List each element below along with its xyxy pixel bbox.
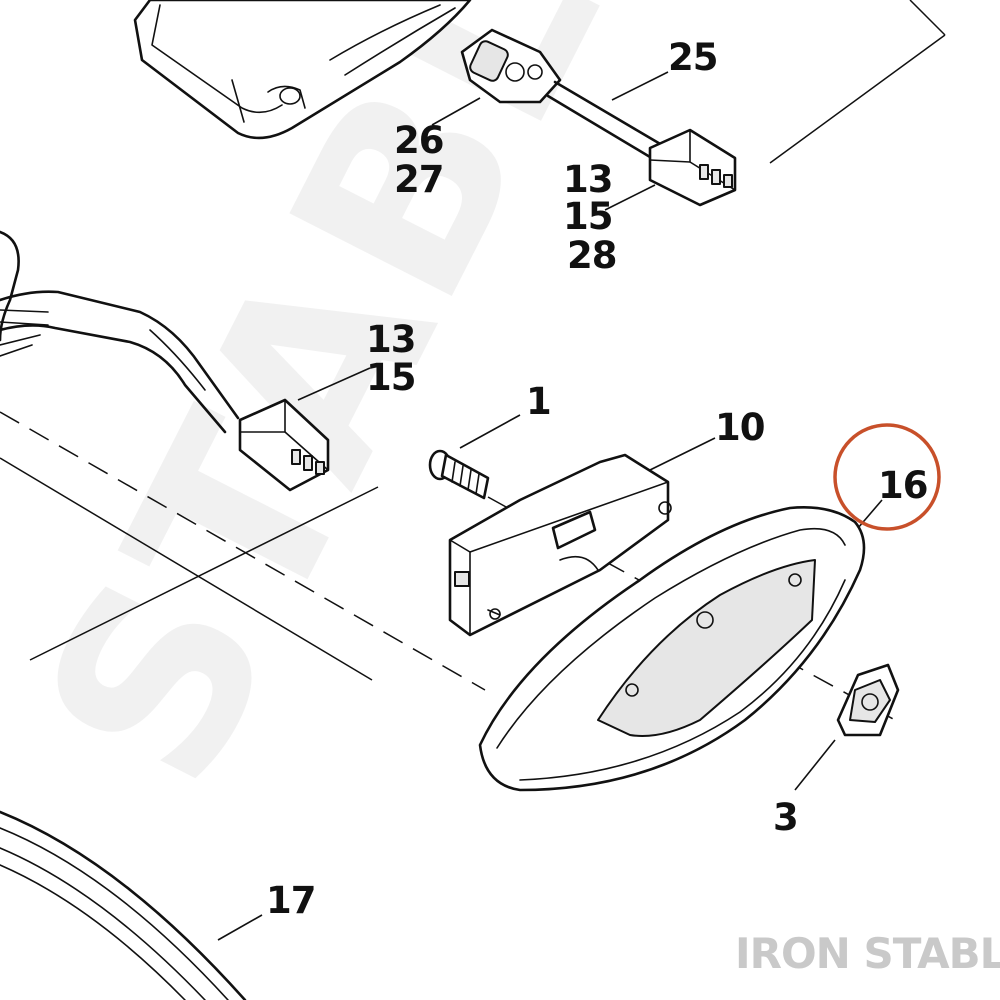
assembly-outline-lines (0, 0, 946, 681)
callout-13-upper: 13 (563, 158, 613, 201)
leader-lines (217, 71, 883, 941)
callout-15-upper: 15 (563, 195, 613, 238)
tail-lamp-lens-part-16 (478, 506, 866, 792)
callout-17: 17 (266, 879, 316, 922)
nut-part-3 (836, 663, 900, 737)
light-module-part-10 (448, 453, 672, 637)
brand-mark: IRON STABLE (735, 929, 1000, 978)
callout-25: 25 (668, 36, 718, 79)
callout-28: 28 (567, 234, 617, 277)
callout-15-lower: 15 (366, 356, 416, 399)
callout-27: 27 (394, 158, 444, 201)
callout-10: 10 (715, 406, 765, 449)
callout-26: 26 (394, 119, 444, 162)
left-wire-harness (0, 230, 330, 492)
callout-labels: 25 26 27 13 15 28 13 15 1 10 16 3 17 (266, 36, 929, 922)
top-housing-part (133, 0, 472, 140)
callout-13-lower: 13 (366, 318, 416, 361)
wire-harness-25 (460, 28, 737, 207)
callout-16: 16 (878, 464, 928, 507)
highlight-ring (833, 423, 941, 531)
callout-3: 3 (773, 796, 798, 839)
callout-1: 1 (526, 380, 551, 423)
fender-part-17 (0, 810, 247, 1000)
screw-part-1 (428, 449, 490, 500)
